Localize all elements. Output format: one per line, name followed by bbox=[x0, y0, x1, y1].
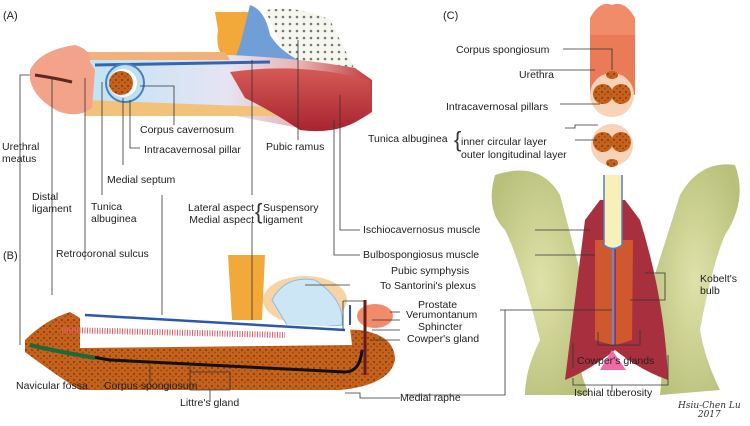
label-ischiocavernosus-muscle: Ischiocavernosus muscle bbox=[363, 224, 481, 236]
brace-suspensory: { bbox=[255, 199, 263, 224]
label-corpus-cavernosum: Corpus cavernosum bbox=[140, 124, 234, 136]
label-outer-longitudinal-layer: outer longitudinal layer bbox=[461, 149, 567, 161]
label-corpus-spongiosum-b: Corpus spongiosum bbox=[104, 380, 198, 392]
leader-lines bbox=[19, 40, 669, 402]
label-cowpers-gland: Cowper's gland bbox=[407, 333, 480, 345]
label-intracavernosal-pillar: Intracavernosal pillar bbox=[144, 144, 241, 156]
panel-a-art bbox=[30, 5, 372, 132]
panel-c-art bbox=[491, 3, 740, 395]
label-tunica-albuginea-a: Tunica albuginea bbox=[91, 201, 137, 225]
label-pubic-ramus: Pubic ramus bbox=[266, 141, 325, 153]
label-ischial-tuberosity: Ischial tuberosity bbox=[574, 387, 653, 399]
label-medial-septum: Medial septum bbox=[107, 174, 176, 186]
label-suspensory-ligament: Suspensory ligament bbox=[263, 202, 319, 226]
label-pubic-symphysis: Pubic symphysis bbox=[391, 265, 470, 277]
label-to-santorinis-plexus: To Santorini's plexus bbox=[380, 280, 476, 292]
label-urethral-meatus: Urethral meatus bbox=[2, 141, 40, 165]
label-verumontanum: Verumontanum bbox=[406, 309, 478, 321]
label-littres-gland: Littre's gland bbox=[180, 397, 240, 409]
label-distal-ligament: Distal ligament bbox=[32, 191, 72, 215]
panel-label-c: (C) bbox=[443, 10, 459, 22]
label-navicular-fossa: Navicular fossa bbox=[16, 380, 88, 392]
label-intracavernosal-pillars: Intracavernosal pillars bbox=[446, 101, 549, 113]
label-medial-raphe: Medial raphe bbox=[400, 392, 461, 404]
brace-tunica: { bbox=[454, 127, 462, 152]
label-inner-circular-layer: inner circular layer bbox=[461, 136, 547, 148]
label-lateral-aspect: Lateral aspect bbox=[188, 202, 254, 214]
artist-signature: Hsiu-Chen Lu 2017 bbox=[678, 401, 741, 420]
label-sphincter: Sphincter bbox=[418, 321, 463, 333]
label-kobelts-bulb: Kobelt's bulb bbox=[700, 273, 738, 297]
label-tunica-albuginea-c: Tunica albuginea bbox=[368, 133, 448, 145]
label-corpus-spongiosum-c: Corpus spongiosum bbox=[456, 44, 550, 56]
panel-label-b: (B) bbox=[3, 250, 18, 262]
label-bulbospongiosus-muscle: Bulbospongiosus muscle bbox=[363, 249, 480, 261]
panel-label-a: (A) bbox=[3, 10, 18, 22]
label-retrocoronal-sulcus: Retrocoronal sulcus bbox=[56, 248, 149, 260]
panel-b-art bbox=[25, 255, 395, 390]
label-cowpers-glands: Cowper's glands bbox=[577, 355, 655, 367]
label-prostate: Prostate bbox=[418, 299, 458, 311]
label-urethra: Urethra bbox=[519, 69, 555, 81]
label-medial-aspect: Medial aspect bbox=[189, 214, 254, 226]
